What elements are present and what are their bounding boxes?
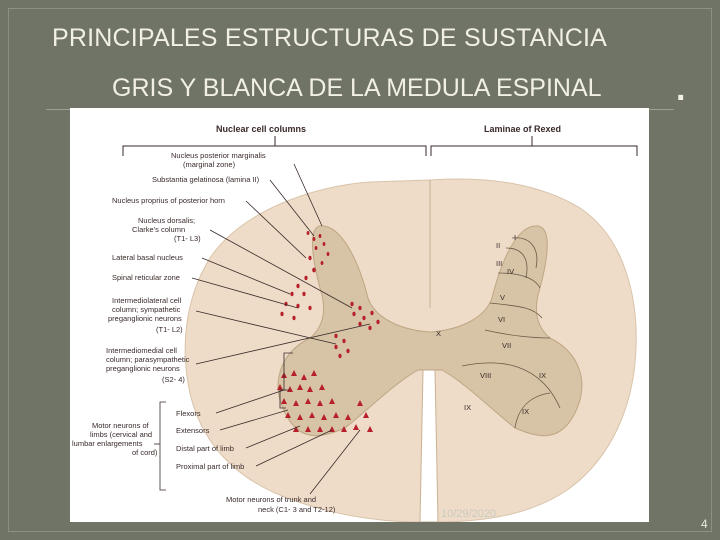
lamina-viii: VIII <box>480 371 491 380</box>
lamina-ii: II <box>496 241 500 250</box>
label-intermediomedial-4: (S2- 4) <box>162 375 185 384</box>
slide-page-number: 4 <box>701 517 708 531</box>
label-proximal-limb: Proximal part of limb <box>176 462 244 471</box>
spinal-cord-diagram: Nuclear cell columns Laminae of Rexed I … <box>70 108 649 522</box>
label-intermediolateral-4: (T1- L2) <box>156 325 183 334</box>
spinal-cord-figure: Nuclear cell columns Laminae of Rexed I … <box>70 108 649 522</box>
bracket-laminae <box>431 146 637 156</box>
label-nucleus-posterior-marginalis: Nucleus posterior marginalis <box>171 151 266 160</box>
lamina-vii: VII <box>502 341 511 350</box>
label-trunk-neurons-1: Motor neurons of trunk and <box>226 495 316 504</box>
label-clarkes-column: Clarke's column <box>132 225 185 234</box>
label-intermediomedial-2: column; parasympathetic <box>106 355 190 364</box>
anterior-median-fissure <box>420 364 438 522</box>
label-trunk-neurons-2: neck (C1- 3 and T2-12) <box>258 505 336 514</box>
slide-title-line2: GRIS Y BLANCA DE LA MEDULA ESPINAL <box>112 74 602 103</box>
label-extensors: Extensors <box>176 426 210 435</box>
header-laminae-of-rexed: Laminae of Rexed <box>484 124 561 134</box>
label-intermediomedial-3: preganglionic neurons <box>106 364 180 373</box>
lamina-ix-3: IX <box>522 407 529 416</box>
title-period: . <box>676 70 685 109</box>
header-nuclear-cell-columns: Nuclear cell columns <box>216 124 306 134</box>
label-intermediolateral-1: Intermediolateral cell <box>112 296 182 305</box>
label-nucleus-dorsalis: Nucleus dorsalis; <box>138 216 195 225</box>
label-distal-limb: Distal part of limb <box>176 444 234 453</box>
slide-title-line1: PRINCIPALES ESTRUCTURAS DE SUSTANCIA <box>52 24 607 53</box>
label-marginal-zone: (marginal zone) <box>183 160 236 169</box>
label-motor-neurons-1: Motor neurons of <box>92 421 150 430</box>
label-intermediomedial-1: Intermediomedial cell <box>106 346 177 355</box>
lamina-ix-2: IX <box>464 403 471 412</box>
slide-date: 10/29/2020 <box>441 508 496 520</box>
lamina-vi: VI <box>498 315 505 324</box>
label-nucleus-proprius: Nucleus proprius of posterior horn <box>112 196 225 205</box>
label-motor-neurons-4: of cord) <box>132 448 158 457</box>
label-spinal-reticular-zone: Spinal reticular zone <box>112 273 180 282</box>
label-substantia-gelatinosa: Substantia gelatinosa (lamina II) <box>152 175 260 184</box>
lamina-v: V <box>500 293 505 302</box>
label-motor-neurons-2: limbs (cervical and <box>90 430 152 439</box>
lamina-iii: III <box>496 259 502 268</box>
lamina-iv: IV <box>507 267 514 276</box>
label-intermediolateral-2: column; sympathetic <box>112 305 181 314</box>
bracket-nuclear-columns <box>123 146 426 156</box>
label-lateral-basal-nucleus: Lateral basal nucleus <box>112 253 183 262</box>
label-motor-neurons-3: lumbar enlargements <box>72 439 143 448</box>
label-clarke-segments: (T1- L3) <box>174 234 201 243</box>
lamina-i: I <box>514 233 516 242</box>
label-intermediolateral-3: preganglionic neurons <box>108 314 182 323</box>
lamina-ix-1: IX <box>539 371 546 380</box>
lamina-x: X <box>436 329 441 338</box>
label-flexors: Flexors <box>176 409 201 418</box>
